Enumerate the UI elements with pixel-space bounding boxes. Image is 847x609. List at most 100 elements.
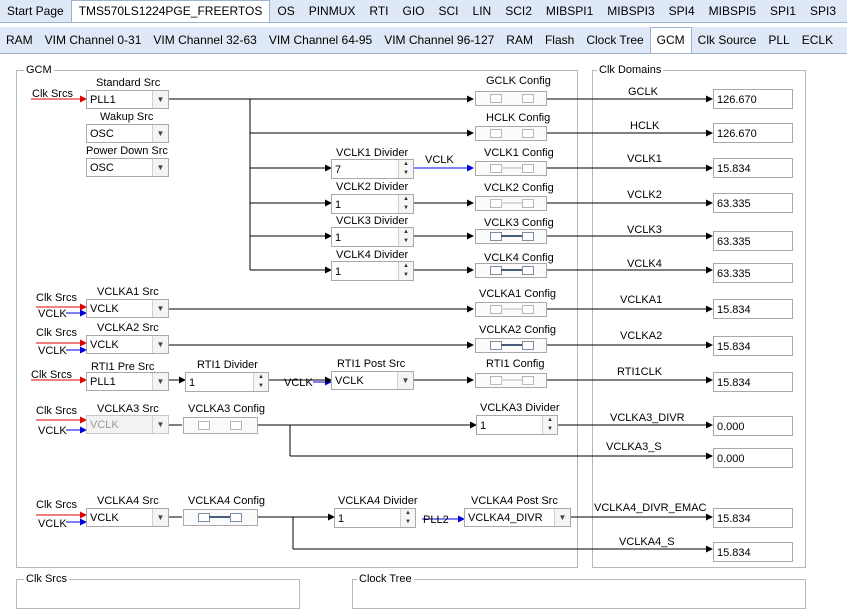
- vclk3-divider-label: VCLK3 Divider: [336, 215, 409, 227]
- rti1clk-frequency-field[interactable]: 15.834: [713, 372, 793, 392]
- standard-src-select[interactable]: PLL1 ▼: [86, 90, 169, 109]
- vclk4-config-button[interactable]: [475, 263, 547, 278]
- gclk-config-button[interactable]: [475, 91, 547, 106]
- top-tab-2[interactable]: OS: [277, 4, 295, 18]
- hclk-config-button[interactable]: [475, 126, 547, 141]
- vclk4-frequency-field[interactable]: 63.335: [713, 263, 793, 283]
- top-tab-12[interactable]: MIBSPI5: [708, 4, 756, 18]
- spinner-arrows-icon[interactable]: ▲▼: [542, 416, 557, 434]
- sub-tab-5[interactable]: RAM: [506, 33, 533, 47]
- vclk2-domain-label: VCLK2: [627, 189, 662, 201]
- top-tab-13[interactable]: SPI1: [770, 4, 797, 18]
- vclka2-config-button[interactable]: [475, 338, 547, 353]
- vclka1-domain-label: VCLKA1: [620, 294, 663, 306]
- wakeup-src-value: OSC: [90, 128, 114, 140]
- vclka2-vclk-label: VCLK: [38, 345, 67, 357]
- vclka1-src-select[interactable]: VCLK ▼: [86, 299, 169, 318]
- vclk2-config-button[interactable]: [475, 196, 547, 211]
- vclka2-src-select[interactable]: VCLK ▼: [86, 335, 169, 354]
- top-tab-9[interactable]: MIBSPI1: [545, 4, 594, 18]
- rti1clk-frequency-value: 15.834: [717, 377, 751, 389]
- chevron-down-icon[interactable]: ▼: [152, 416, 168, 433]
- spinner-arrows-icon[interactable]: ▲▼: [400, 509, 415, 527]
- vclka1-config-button[interactable]: [475, 302, 547, 317]
- vclka4-config-button[interactable]: [183, 509, 258, 526]
- gclk-frequency-field[interactable]: 126.670: [713, 89, 793, 109]
- vclka3-divr-frequency-field[interactable]: 0.000: [713, 416, 793, 436]
- sub-tab-1[interactable]: VIM Channel 0-31: [44, 33, 142, 47]
- sub-tab-7[interactable]: Clock Tree: [586, 33, 644, 47]
- rti1-post-src-select[interactable]: VCLK ▼: [331, 371, 414, 390]
- spinner-arrows-icon[interactable]: ▲▼: [398, 160, 413, 178]
- vclk1-frequency-field[interactable]: 15.834: [713, 158, 793, 178]
- top-tab-bar: Start Page TMS570LS1224PGE_FREERTOS OS PINM…: [0, 0, 847, 23]
- vclka3-s-frequency-field[interactable]: 0.000: [713, 448, 793, 468]
- vclka4-divider-value: 1: [338, 513, 345, 525]
- power-down-src-select[interactable]: OSC ▼: [86, 158, 169, 177]
- vclka4-src-select[interactable]: VCLK ▼: [86, 508, 169, 527]
- spinner-arrows-icon[interactable]: ▲▼: [398, 262, 413, 280]
- vclk2-frequency-field[interactable]: 63.335: [713, 193, 793, 213]
- vclk2-divider-spinner[interactable]: 1 ▲▼: [331, 194, 414, 214]
- top-tab-11[interactable]: SPI4: [668, 4, 695, 18]
- rti1-divider-value: 1: [189, 377, 196, 389]
- vclk3-config-button[interactable]: [475, 229, 547, 244]
- spinner-arrows-icon[interactable]: ▲▼: [398, 228, 413, 246]
- vclka4-divr-emac-frequency-field[interactable]: 15.834: [713, 508, 793, 528]
- top-tab-5[interactable]: GIO: [402, 4, 425, 18]
- chevron-down-icon[interactable]: ▼: [152, 300, 168, 317]
- top-tab-10[interactable]: MIBSPI3: [607, 4, 655, 18]
- chevron-down-icon[interactable]: ▼: [152, 159, 168, 176]
- rti1-pre-src-select[interactable]: PLL1 ▼: [86, 372, 169, 391]
- vclk2-divider-label: VCLK2 Divider: [336, 181, 409, 193]
- rti1-divider-spinner[interactable]: 1 ▲▼: [185, 372, 269, 392]
- chevron-down-icon[interactable]: ▼: [152, 336, 168, 353]
- wakeup-src-select[interactable]: OSC ▼: [86, 124, 169, 143]
- chevron-down-icon[interactable]: ▼: [152, 373, 168, 390]
- chevron-down-icon[interactable]: ▼: [152, 509, 168, 526]
- spinner-arrows-icon[interactable]: ▲▼: [398, 195, 413, 213]
- top-tab-1[interactable]: TMS570LS1224PGE_FREERTOS: [70, 0, 271, 22]
- vclk1-divider-spinner[interactable]: 7 ▲▼: [331, 159, 414, 179]
- sub-tab-10[interactable]: PLL: [768, 33, 790, 47]
- gclk-frequency-value: 126.670: [717, 94, 757, 106]
- top-tab-6[interactable]: SCI: [438, 4, 459, 18]
- sub-tab-6[interactable]: Flash: [544, 33, 575, 47]
- top-tab-0[interactable]: Start Page: [7, 4, 64, 18]
- vclka3-src-select[interactable]: VCLK ▼: [86, 415, 169, 434]
- chevron-down-icon[interactable]: ▼: [554, 509, 570, 526]
- sub-tab-3[interactable]: VIM Channel 64-95: [268, 33, 373, 47]
- sub-tab-8[interactable]: GCM: [649, 27, 692, 53]
- vclk3-frequency-field[interactable]: 63.335: [713, 231, 793, 251]
- chevron-down-icon[interactable]: ▼: [152, 91, 168, 108]
- top-tab-7[interactable]: LIN: [472, 4, 492, 18]
- sub-tab-11[interactable]: ECLK: [801, 33, 834, 47]
- vclka2-frequency-field[interactable]: 15.834: [713, 336, 793, 356]
- sub-tab-4[interactable]: VIM Channel 96-127: [384, 33, 495, 47]
- vclka4-src-label: VCLKA4 Src: [97, 495, 159, 507]
- vclk3-divider-spinner[interactable]: 1 ▲▼: [331, 227, 414, 247]
- sub-tab-0[interactable]: RAM: [6, 33, 33, 47]
- hclk-frequency-field[interactable]: 126.670: [713, 123, 793, 143]
- vclka3-divider-spinner[interactable]: 1 ▲▼: [476, 415, 558, 435]
- vclka3-config-button[interactable]: [183, 417, 258, 434]
- vclk4-divider-spinner[interactable]: 1 ▲▼: [331, 261, 414, 281]
- vclk1-config-button[interactable]: [475, 161, 547, 176]
- vclka1-frequency-field[interactable]: 15.834: [713, 299, 793, 319]
- vclka3-s-frequency-value: 0.000: [717, 453, 745, 465]
- sub-tab-2[interactable]: VIM Channel 32-63: [153, 33, 257, 47]
- hclk-domain-label: HCLK: [630, 120, 660, 132]
- vclka3-clk-srcs-label: Clk Srcs: [36, 405, 77, 417]
- top-tab-8[interactable]: SCI2: [505, 4, 532, 18]
- vclka4-s-frequency-field[interactable]: 15.834: [713, 542, 793, 562]
- vclka4-divider-spinner[interactable]: 1 ▲▼: [334, 508, 416, 528]
- top-tab-4[interactable]: RTI: [369, 4, 389, 18]
- spinner-arrows-icon[interactable]: ▲▼: [253, 373, 268, 391]
- chevron-down-icon[interactable]: ▼: [397, 372, 413, 389]
- top-tab-3[interactable]: PINMUX: [308, 4, 356, 18]
- sub-tab-9[interactable]: Clk Source: [697, 33, 757, 47]
- rti1-config-button[interactable]: [475, 373, 547, 388]
- vclka4-post-src-select[interactable]: VCLKA4_DIVR ▼: [464, 508, 571, 527]
- chevron-down-icon[interactable]: ▼: [152, 125, 168, 142]
- top-tab-14[interactable]: SPI3: [810, 4, 837, 18]
